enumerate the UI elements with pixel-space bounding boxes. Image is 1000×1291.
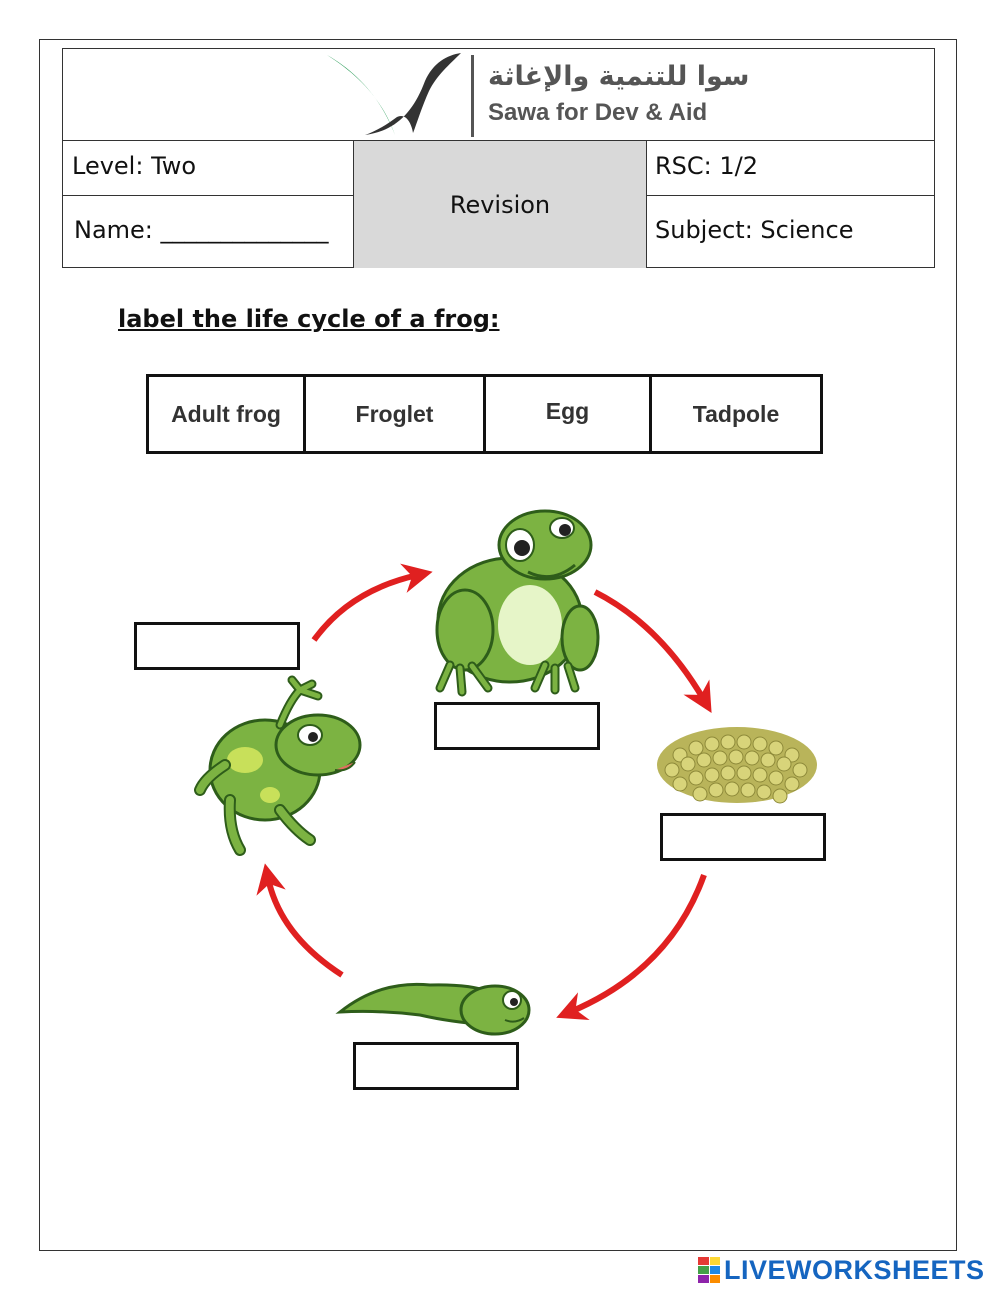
cycle-arrow: [593, 589, 712, 713]
logo-arabic-text: سوا للتنمية والإغاثة: [488, 61, 750, 92]
divider: [63, 195, 353, 196]
worksheet-title: Revision: [449, 191, 551, 219]
tadpole-illustration: [335, 982, 531, 1036]
sawa-logo-icon: [327, 53, 461, 135]
word-bank: Adult frog Froglet Egg Tadpole: [146, 374, 823, 454]
name-field-label[interactable]: Name: ______________: [74, 216, 329, 244]
answer-box-tadpole[interactable]: [353, 1042, 519, 1090]
worksheet-header-table: سوا للتنمية والإغاثة Sawa for Dev & Aid …: [62, 48, 935, 268]
answer-box-froglet[interactable]: [134, 622, 300, 670]
answer-box-adult-frog[interactable]: [434, 702, 600, 750]
word-bank-text: Tadpole: [692, 401, 780, 427]
divider: [646, 140, 647, 268]
divider: [646, 195, 934, 196]
page-border: [39, 39, 957, 1251]
liveworksheets-brand-text: LIVEWORKSHEETS: [724, 1254, 985, 1285]
word-bank-item[interactable]: Froglet: [306, 377, 486, 451]
word-bank-text: Adult frog: [171, 401, 281, 427]
logo-row: سوا للتنمية والإغاثة Sawa for Dev & Aid: [63, 49, 934, 141]
subject-label: Subject: Science: [655, 216, 854, 244]
froglet-illustration: [194, 675, 362, 856]
word-bank-item[interactable]: Egg: [486, 377, 652, 451]
liveworksheets-logo: LIVEWORKSHEETS: [698, 1254, 985, 1286]
adult-frog-illustration: [435, 509, 600, 697]
answer-box-egg[interactable]: [660, 813, 826, 861]
egg-cluster-illustration: [657, 727, 817, 804]
instruction-heading: label the life cycle of a frog:: [118, 305, 500, 333]
logo-divider: [471, 55, 474, 137]
rsc-label: RSC: 1/2: [655, 152, 759, 180]
rsc-cell: RSC: 1/2: [647, 140, 934, 195]
name-cell[interactable]: Name: ______________: [63, 196, 353, 268]
cycle-arrow: [556, 873, 707, 1021]
word-bank-text: Egg: [545, 398, 590, 424]
cycle-arrow: [256, 863, 344, 978]
divider: [353, 140, 354, 268]
revision-cell: Revision: [354, 141, 646, 268]
word-bank-text: Froglet: [355, 401, 434, 427]
word-bank-item[interactable]: Tadpole: [652, 377, 820, 451]
logo-english-text: Sawa for Dev & Aid: [488, 99, 708, 126]
word-bank-item[interactable]: Adult frog: [149, 377, 306, 451]
cycle-arrow: [311, 563, 433, 642]
subject-cell: Subject: Science: [647, 196, 934, 268]
level-cell: Level: Two: [63, 140, 353, 195]
level-label: Level: Two: [72, 152, 197, 180]
liveworksheets-icon: [698, 1257, 720, 1283]
